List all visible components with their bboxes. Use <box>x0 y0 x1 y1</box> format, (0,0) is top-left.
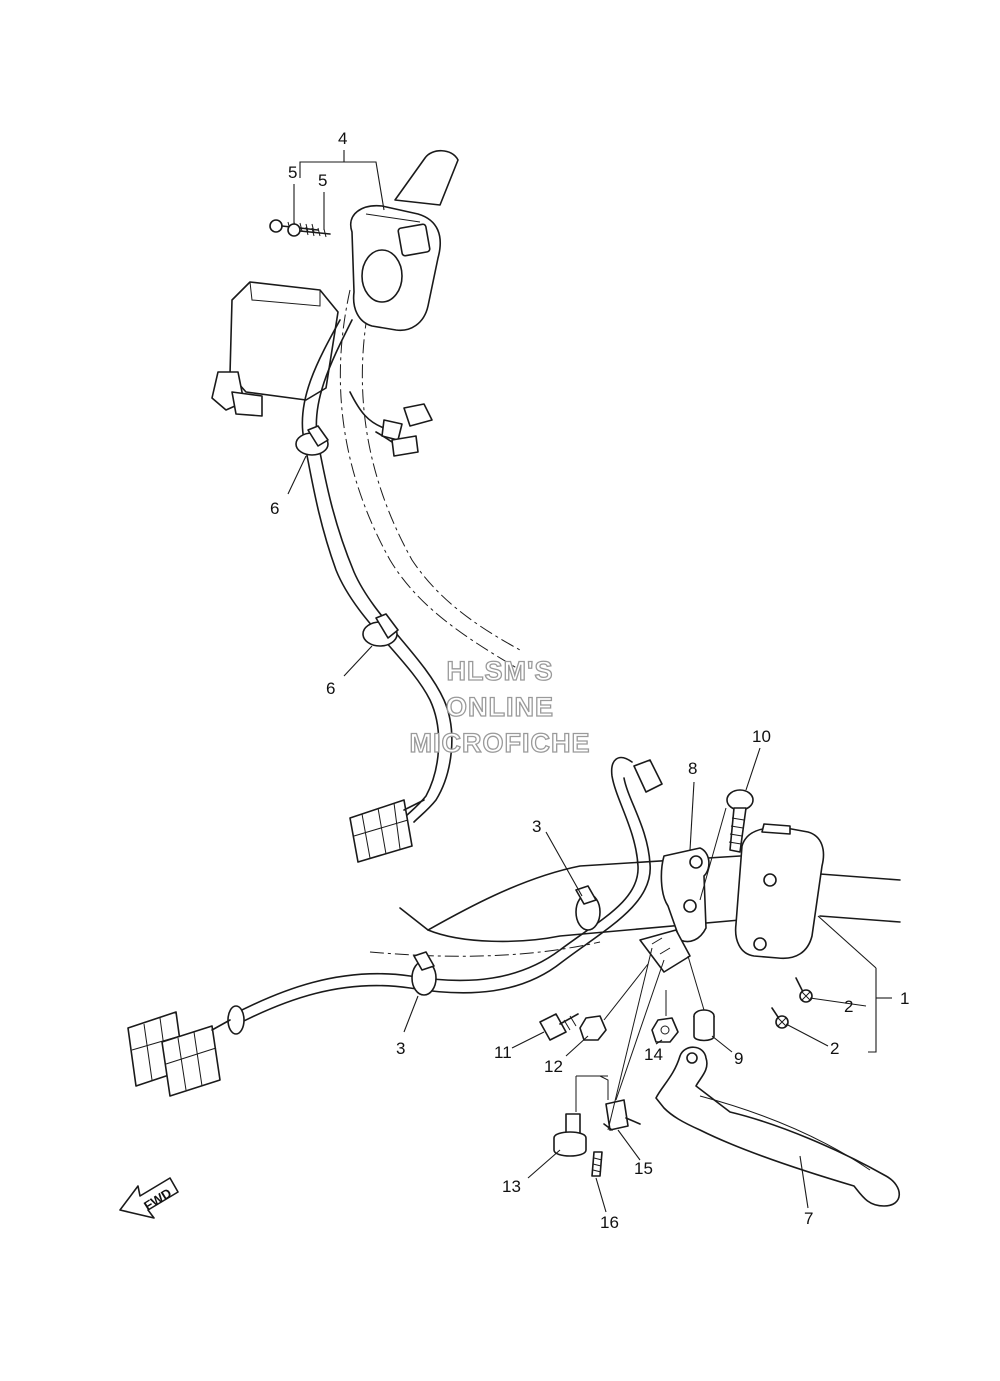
right-switch-housing <box>734 823 825 960</box>
lock-nut <box>579 1015 607 1041</box>
lever-pivot-bolt <box>553 1113 587 1157</box>
brake-lever <box>655 1046 901 1207</box>
leader-lines <box>287 150 892 1213</box>
harness-grommet <box>227 1005 245 1035</box>
housing-screw-lower <box>771 1007 789 1029</box>
upper-harness-wire <box>301 319 440 819</box>
wiring-box <box>211 281 339 417</box>
callout-14: 14 <box>644 1045 663 1064</box>
wire-clamp-upper <box>295 425 329 456</box>
callout-3a: 3 <box>532 817 541 836</box>
bullet-connectors <box>349 391 433 457</box>
upper-handlebar-assembly <box>211 149 521 863</box>
harness-connector-lower-right <box>161 1019 231 1097</box>
watermark-line-1: HLSM'S <box>447 656 554 686</box>
callout-3b: 3 <box>396 1039 405 1058</box>
fwd-arrow-icon <box>119 1177 179 1219</box>
callout-5b: 5 <box>318 171 327 190</box>
callout-2b: 2 <box>830 1039 839 1058</box>
collar-nut <box>651 1017 679 1043</box>
callout-4: 4 <box>338 129 347 148</box>
callout-5a: 5 <box>288 163 297 182</box>
lower-handlebar-assembly <box>127 756 901 1207</box>
callout-12: 12 <box>544 1057 563 1076</box>
lever-spacer <box>693 1009 715 1042</box>
switch-screw <box>591 1151 603 1177</box>
wire-clamp-3-left <box>411 951 437 996</box>
callout-1: 1 <box>900 989 909 1008</box>
callout-16: 16 <box>600 1213 619 1232</box>
lower-handlebar-tube <box>399 855 741 931</box>
upper-harness-wire-2 <box>315 319 453 823</box>
callout-7: 7 <box>804 1209 813 1228</box>
watermark-line-3: MICROFICHE <box>410 728 591 758</box>
callout-13: 13 <box>502 1177 521 1196</box>
lower-harness-wire <box>229 756 639 1017</box>
callout-numbers: 1 2 2 3 3 4 5 5 6 6 7 8 9 10 11 12 13 14… <box>270 129 909 1232</box>
watermark: HLSM'S ONLINE MICROFICHE <box>409 655 591 758</box>
callout-11: 11 <box>494 1043 512 1062</box>
harness-connector-small <box>633 759 663 793</box>
upper-handlebar-outline <box>339 289 521 671</box>
pivot-bolt <box>726 789 754 853</box>
upper-handlebar-outline-2 <box>361 289 521 651</box>
wire-clamp-3-right <box>575 885 601 931</box>
left-switch-housing <box>349 205 442 332</box>
callout-15: 15 <box>634 1159 653 1178</box>
callout-6a: 6 <box>270 499 279 518</box>
callout-2a: 2 <box>844 997 853 1016</box>
callout-9: 9 <box>734 1049 743 1068</box>
left-grip <box>394 149 459 206</box>
brake-switch <box>603 1099 641 1131</box>
lever-bracket <box>639 847 710 973</box>
harness-connector-upper <box>349 799 425 863</box>
callout-6b: 6 <box>326 679 335 698</box>
callout-8: 8 <box>688 759 697 778</box>
callout-10: 10 <box>752 727 771 746</box>
watermark-line-2: ONLINE <box>446 692 554 722</box>
adjuster-bolt <box>539 1013 579 1041</box>
wire-clamp-lower <box>362 613 399 647</box>
housing-screw-upper <box>795 977 813 1003</box>
fwd-direction-badge: FWD <box>119 1177 179 1219</box>
